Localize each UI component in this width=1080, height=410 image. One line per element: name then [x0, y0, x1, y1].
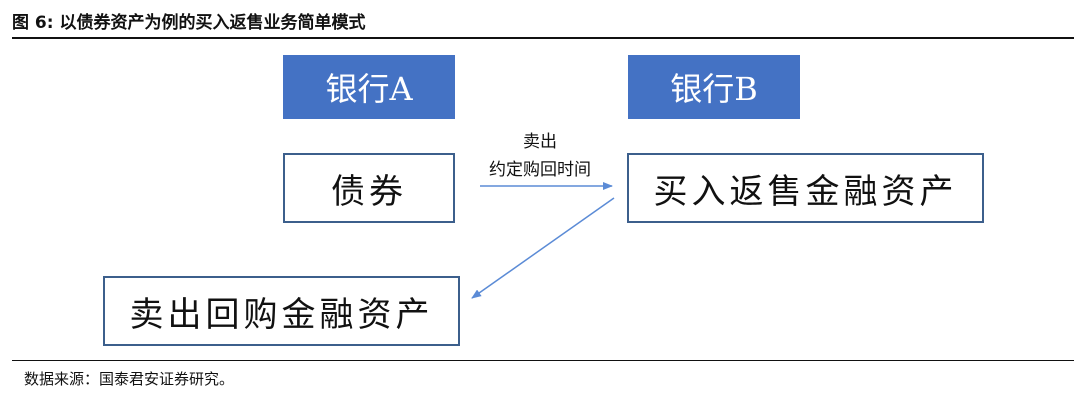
arrow-label-repurchase-time: 约定购回时间 — [489, 160, 591, 180]
top-rule — [12, 37, 1074, 39]
data-source-note: 数据来源：国泰君安证券研究。 — [24, 370, 235, 388]
bond-box: 债券 — [283, 153, 455, 223]
bank-a-box: 银行A — [283, 55, 455, 119]
figure-title: 图 6: 以债券资产为例的买入返售业务简单模式 — [12, 13, 366, 33]
buy-resale-box: 买入返售金融资产 — [627, 153, 984, 223]
sell-repo-box: 卖出回购金融资产 — [103, 276, 460, 346]
arrow-buy-to-sell — [471, 197, 615, 299]
bank-b-box: 银行B — [628, 55, 800, 119]
bottom-rule — [12, 360, 1074, 361]
arrow-label-sell: 卖出 — [523, 132, 557, 152]
